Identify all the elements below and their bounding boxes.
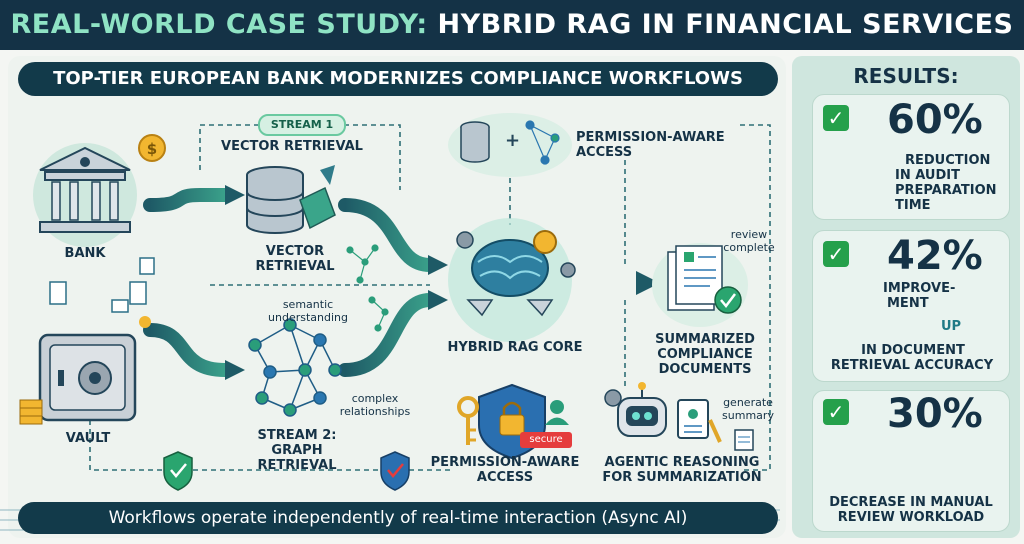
stream-1-badge: STREAM 1 <box>258 114 346 136</box>
result-value-3: 30% <box>887 391 983 437</box>
shield-check-icon-blue <box>380 451 410 491</box>
bank-label: BANK <box>64 246 106 261</box>
svg-text:+: + <box>505 130 520 151</box>
subtitle-bar: TOP-TIER EUROPEAN BANK MODERNIZES COMPLI… <box>18 62 778 96</box>
graph-network-icon <box>248 318 342 417</box>
result-3-line2: REVIEW WORKLOAD <box>837 510 985 525</box>
svg-text:$: $ <box>147 140 157 158</box>
result-2-line4: RETRIEVAL ACCURACY <box>830 358 994 373</box>
small-coin-icon <box>139 316 151 328</box>
vault-icon <box>19 333 137 425</box>
permission-aware-bottom-label: PERMISSION-AWARE ACCESS <box>430 455 580 485</box>
generate-note: generate summary <box>722 396 774 422</box>
semantic-note: semantic understanding <box>268 298 348 324</box>
result-card-1: ✓ 60% REDUCTION IN AUDIT PREPARATION TIM… <box>812 94 1010 220</box>
permission-aware-top-label: PERMISSION-AWARE ACCESS <box>576 130 725 160</box>
key-icon <box>457 396 479 445</box>
result-card-3: ✓ 30% DECREASE IN MANUAL REVIEW WORKLOAD <box>812 390 1010 532</box>
secure-tag: secure <box>529 434 563 445</box>
result-1-line1: REDUCTION <box>905 153 991 168</box>
summary-doc-icon <box>734 429 754 451</box>
complex-note: complex relationships <box>339 392 411 418</box>
agentic-reasoning-label: AGENTIC REASONING FOR SUMMARIZATION <box>602 455 762 485</box>
check-icon: ✓ <box>823 241 849 267</box>
hybrid-rag-core-label: HYBRID RAG CORE <box>447 340 583 355</box>
result-card-2: ✓ 42% IMPROVE- MENT UP IN DOCUMENT RETRI… <box>812 230 1010 382</box>
result-1-line2: IN AUDIT <box>895 168 960 183</box>
coin-icon: $ <box>138 134 166 162</box>
shield-check-icon <box>163 451 193 491</box>
result-2-up: UP <box>941 319 962 334</box>
small-graph-icon <box>346 244 389 332</box>
clipboard-icon <box>677 399 722 443</box>
bank-icon <box>33 143 137 247</box>
stream-2-title: STREAM 2: GRAPH RETRIEVAL <box>257 428 337 473</box>
check-icon: ✓ <box>823 399 849 425</box>
page-title: REAL-WORLD CASE STUDY: HYBRID RAG IN FIN… <box>0 0 1024 50</box>
secure-tag-bg <box>520 432 572 448</box>
vector-database-icon <box>246 165 336 234</box>
review-note: review complete <box>723 228 775 254</box>
header-bar <box>0 0 1024 50</box>
result-value-1: 60% <box>887 97 983 143</box>
result-1-line3: PREPARATION <box>895 183 997 198</box>
result-3-line1: DECREASE IN MANUAL <box>829 495 993 510</box>
vector-retrieval-label: VECTOR RETRIEVAL <box>255 244 335 274</box>
results-title: RESULTS: <box>853 64 959 88</box>
title-prefix: REAL-WORLD CASE STUDY: <box>10 9 428 40</box>
document-icons <box>49 257 155 313</box>
summarized-label: SUMMARIZED COMPLIANCE DOCUMENTS <box>655 332 755 377</box>
stream-1-title: VECTOR RETRIEVAL <box>221 139 363 154</box>
result-value-2: 42% <box>887 233 983 279</box>
result-2-line3: IN DOCUMENT <box>861 343 965 358</box>
robot-icon <box>604 382 667 437</box>
result-2-line1: IMPROVE- <box>883 281 956 296</box>
vault-label: VAULT <box>65 431 111 446</box>
title-main: HYBRID RAG IN FINANCIAL SERVICES <box>437 9 1014 40</box>
check-icon: ✓ <box>823 105 849 131</box>
summarized-documents-icon <box>652 243 748 327</box>
result-2-line2: MENT <box>887 296 929 311</box>
hybrid-rag-core-icon <box>448 218 576 342</box>
permission-aware-top-icon: + <box>448 113 572 177</box>
flow-pipes <box>143 188 647 377</box>
result-1-line4: TIME <box>895 198 931 213</box>
footer-bar: Workflows operate independently of real-… <box>18 502 778 534</box>
user-check-icon <box>545 400 569 425</box>
